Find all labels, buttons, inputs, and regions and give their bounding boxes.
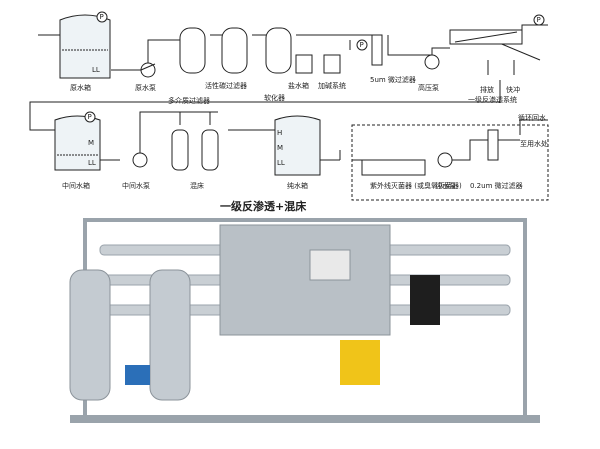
multimedia-filter: 多介质过滤器 bbox=[168, 27, 210, 105]
carbon-filter: 活性碳过滤器 bbox=[205, 27, 248, 90]
mixed-bed-label: 混床 bbox=[190, 181, 204, 190]
pure-pump-label: 纯水泵 bbox=[435, 181, 456, 190]
inter-pump-label: 中间水泵 bbox=[122, 181, 150, 190]
inter-tank-level-m: M bbox=[88, 139, 94, 147]
micron-filter-5: P 5um 微过滤器 bbox=[356, 34, 416, 84]
raw-tank-gauge-symbol: P bbox=[100, 13, 104, 21]
ro-membrane-gauge-symbol: P bbox=[537, 16, 541, 24]
inter-pump: 中间水泵 bbox=[122, 152, 150, 190]
carbon-filter-label: 活性碳过滤器 bbox=[205, 81, 247, 90]
raw-tank: LL P 原水箱 bbox=[59, 11, 111, 92]
softener: 软化器 bbox=[264, 27, 292, 102]
pure-tank-label: 纯水箱 bbox=[287, 181, 308, 190]
pure-tank-level-m: M bbox=[277, 144, 283, 152]
micron-filter-02: 0.2um 微过滤器 bbox=[470, 129, 523, 190]
ro-system-label: 一级反渗透系统 bbox=[468, 95, 517, 104]
drain-label: 排放 bbox=[480, 85, 494, 94]
pure-tank-level-ll: LL bbox=[277, 159, 285, 167]
high-pressure-pump: 高压泵 bbox=[418, 54, 440, 92]
raw-pump-label: 原水泵 bbox=[135, 83, 156, 92]
equipment-photo bbox=[69, 218, 540, 423]
raw-tank-level-mark: LL bbox=[92, 66, 100, 74]
micron-filter-5-gauge-symbol: P bbox=[360, 41, 364, 49]
uv-sterilizer: 紫外线灭菌器 (或臭氧灭菌器) bbox=[361, 159, 462, 190]
mixed-bed: 混床 bbox=[171, 129, 219, 190]
pure-tank: H M LL 纯水箱 bbox=[274, 115, 321, 190]
salt-tank-label: 盐水箱 bbox=[288, 81, 309, 90]
inter-tank-gauge-symbol: P bbox=[88, 113, 92, 121]
salt-tank: 盐水箱 bbox=[288, 54, 313, 90]
dosing-system-label: 加碱系统 bbox=[318, 81, 346, 90]
diagram-title: 一级反渗透+混床 bbox=[220, 199, 307, 213]
flush-label: 快冲 bbox=[506, 85, 520, 94]
pure-tank-level-h: H bbox=[277, 129, 282, 137]
micron-filter-02-label: 0.2um 微过滤器 bbox=[470, 181, 523, 190]
raw-pump: 原水泵 bbox=[135, 62, 156, 92]
raw-tank-label: 原水箱 bbox=[70, 83, 91, 92]
softener-label: 软化器 bbox=[264, 93, 285, 102]
ro-membrane: P 排放 快冲 一级反渗透系统 bbox=[449, 14, 545, 104]
recirculation-label: 循环回水 bbox=[518, 113, 546, 122]
inter-tank-level-ll: LL bbox=[88, 159, 96, 167]
uv-sterilizer-label: 紫外线灭菌器 (或臭氧灭菌器) bbox=[370, 181, 462, 190]
micron-filter-5-label: 5um 微过滤器 bbox=[370, 75, 416, 84]
high-pressure-pump-label: 高压泵 bbox=[418, 83, 439, 92]
use-point-label: 至用水处 bbox=[520, 139, 548, 148]
inter-tank: M LL P 中间水箱 bbox=[54, 111, 101, 190]
process-flow-diagram: LL P 原水箱 原水泵 多介质过滤器 活性碳过滤器 软化器 盐水箱 加碱系统 … bbox=[29, 11, 549, 213]
multimedia-filter-label: 多介质过滤器 bbox=[168, 96, 210, 105]
dosing-system: 加碱系统 bbox=[318, 54, 346, 90]
inter-tank-label: 中间水箱 bbox=[62, 181, 90, 190]
pure-pump: 纯水泵 bbox=[435, 152, 456, 190]
